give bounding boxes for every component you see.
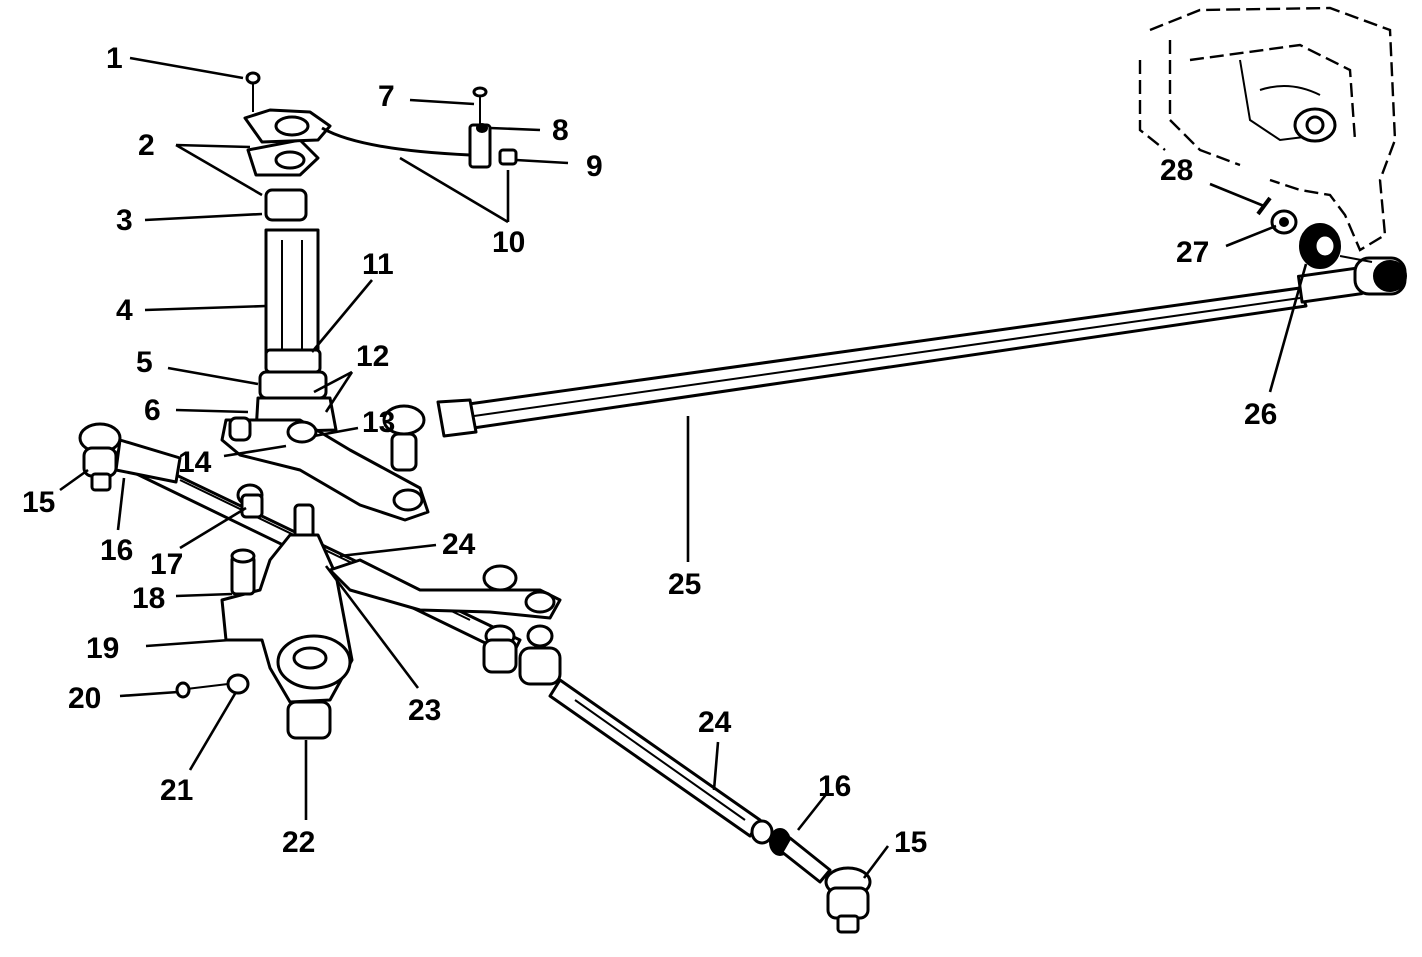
callout-24-upper: 24 [442,528,476,561]
callout-17: 17 [150,548,183,581]
drag-link-tube [436,266,1364,438]
nut-and-cotter-pin [1256,196,1298,235]
leader-lines [59,56,1308,879]
callout-1: 1 [106,42,123,75]
callout-7: 7 [378,80,395,113]
callout-13: 13 [362,406,395,439]
steering-column-assembly [243,71,338,434]
callout-19: 19 [86,632,119,665]
callout-21: 21 [160,774,193,807]
callout-28: 28 [1160,154,1193,187]
callout-labels: 1 2 3 4 5 6 7 8 9 10 11 12 13 14 15 16 1… [22,42,1277,859]
callout-5: 5 [136,346,153,379]
lubrication-line [321,86,518,169]
callout-14: 14 [178,446,212,479]
callout-15-left: 15 [22,486,55,519]
lower-steering-arm [328,558,562,620]
drag-link-end-socket [1299,223,1407,296]
callout-27: 27 [1176,236,1209,269]
callout-11: 11 [362,248,394,281]
callout-8: 8 [552,114,569,147]
callout-6: 6 [144,394,161,427]
callout-25: 25 [668,568,701,601]
callout-10: 10 [492,226,525,259]
callout-23: 23 [408,694,441,727]
right-tie-rod [482,624,872,934]
callout-16-left: 16 [100,534,133,567]
callout-26: 26 [1244,398,1277,431]
callout-16-right: 16 [818,770,851,803]
callout-9: 9 [586,150,603,183]
stub-axle [175,483,354,740]
callout-12: 12 [356,340,389,373]
callout-18: 18 [132,582,165,615]
callout-2: 2 [138,129,155,162]
callout-4: 4 [116,294,133,327]
callout-20: 20 [68,682,101,715]
callout-24-lower: 24 [698,706,732,739]
callout-22: 22 [282,826,315,859]
callout-15-right: 15 [894,826,927,859]
callout-3: 3 [116,204,133,237]
steering-gearbox-outline [1138,6,1397,252]
steering-arm [220,404,430,522]
